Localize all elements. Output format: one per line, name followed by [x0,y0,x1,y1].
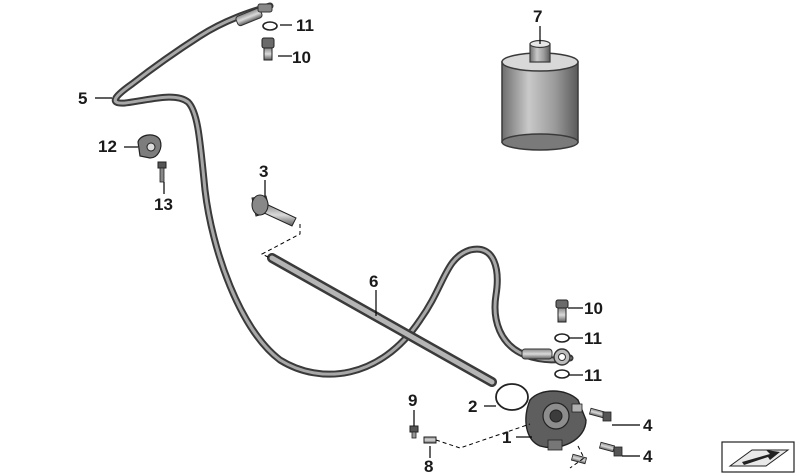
banjo-bolt-10-top [261,37,275,61]
filter-7 [501,39,579,151]
callout-3: 3 [259,162,268,181]
callout-10-right: 10 [584,299,603,318]
o-ring-2 [495,383,529,411]
dash-connector-8 [435,423,531,449]
callout-4-b: 4 [643,447,653,466]
callout-10-top: 10 [292,48,311,67]
bolt-4-a [588,407,612,422]
callout-6: 6 [369,272,378,291]
pump-1 [525,390,587,451]
screw-13 [157,161,167,183]
callout-7: 7 [533,7,542,26]
callout-12: 12 [98,137,117,156]
bolt-3 [251,194,301,259]
line-6 [267,253,497,387]
clamp-12 [137,134,162,159]
orientation-arrow-icon [721,441,795,473]
callout-5: 5 [78,89,87,108]
washer-11-top [262,21,278,31]
callout-1: 1 [502,428,511,447]
callout-9: 9 [408,391,417,410]
callout-4-a: 4 [643,416,653,435]
bleeder-8 [423,436,437,444]
callout-2: 2 [468,397,477,416]
hose-5 [111,2,574,378]
leader-lines [95,24,640,458]
washer-11-right-a [554,333,570,343]
dash-connector-4 [569,445,585,469]
callout-11-right-a: 11 [584,329,602,348]
callout-11-right-b: 11 [584,366,602,385]
callout-11-top: 11 [296,16,314,35]
washer-11-right-b [554,369,570,379]
bolt-4-b [598,441,623,457]
screw-9 [409,425,419,439]
banjo-bolt-10-right [555,299,569,323]
callout-8: 8 [424,457,433,473]
bolt-4-c [570,453,588,465]
callout-13: 13 [154,195,173,214]
